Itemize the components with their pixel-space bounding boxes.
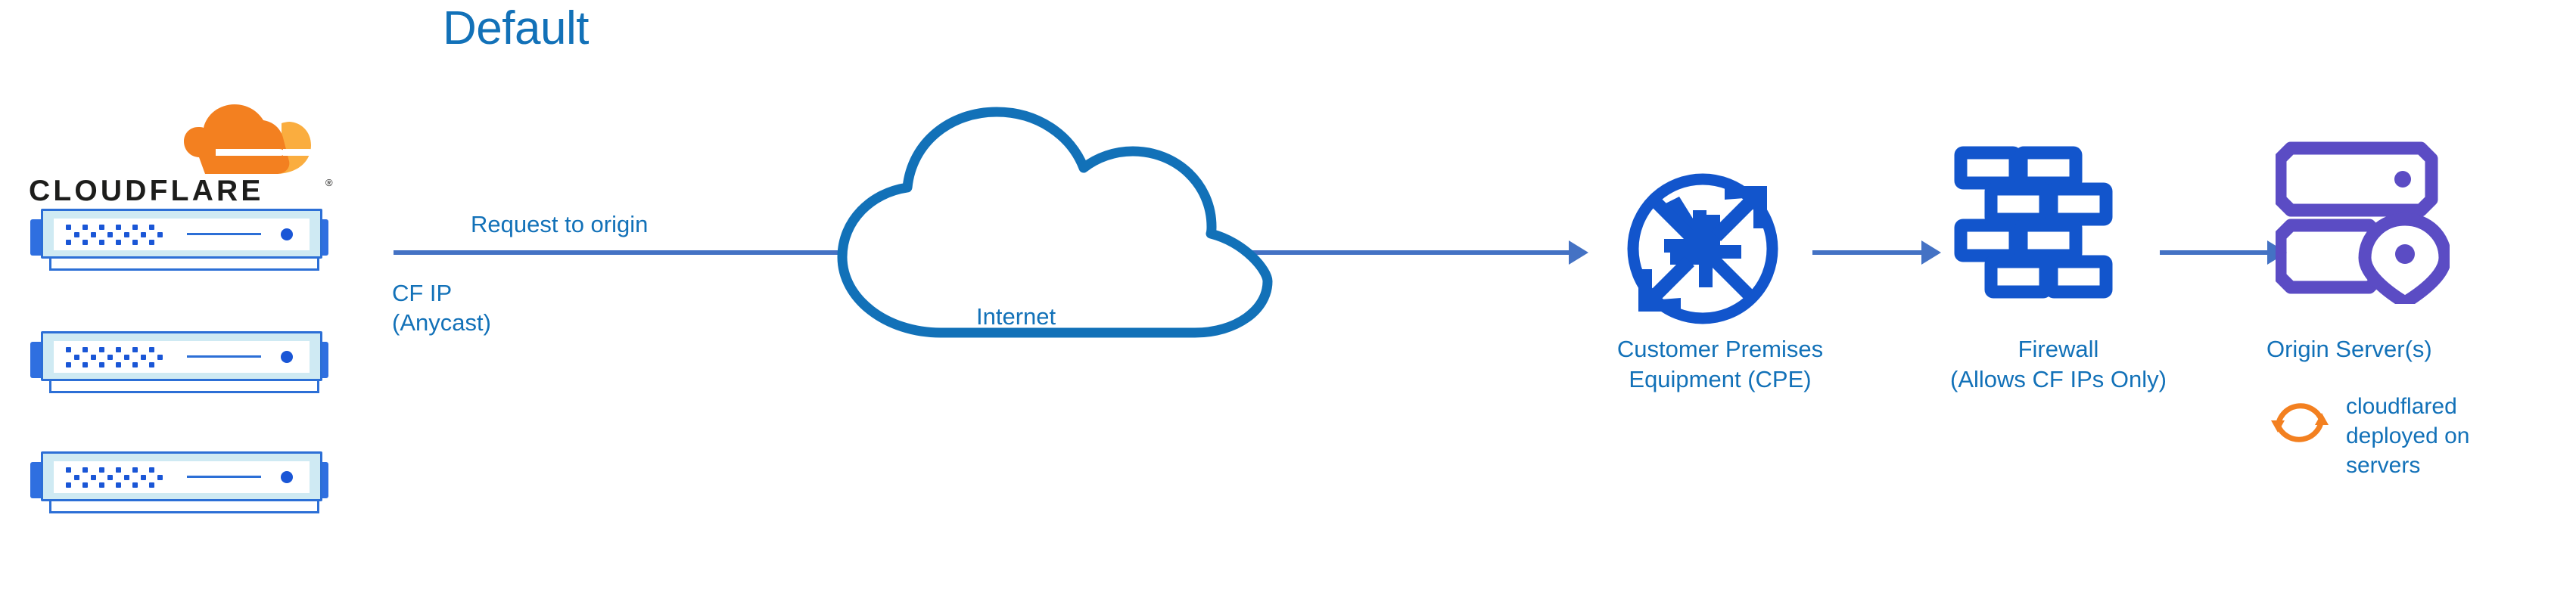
server-faceplate xyxy=(54,219,310,250)
svg-text:®: ® xyxy=(325,177,333,188)
server-status-line xyxy=(187,233,261,235)
request-to-origin-label: Request to origin xyxy=(471,211,649,237)
cloudflare-cloud-icon xyxy=(184,104,313,174)
server-chassis xyxy=(41,451,322,501)
page-title: Default xyxy=(443,2,589,54)
cloudflare-server-unit xyxy=(29,206,331,272)
server-led-indicator xyxy=(281,471,293,483)
server-vent-dots xyxy=(66,225,163,245)
server-chassis xyxy=(41,331,322,381)
origin-server-label: Origin Server(s) xyxy=(2266,336,2432,362)
server-faceplate xyxy=(54,341,310,373)
cloudflare-server-unit xyxy=(29,328,331,395)
server-status-line xyxy=(187,355,261,358)
firewall-to-origin-arrow-line xyxy=(2160,250,2269,255)
cloudflare-logo: CLOUDFLARE ® xyxy=(29,98,339,208)
server-status-line xyxy=(187,476,261,478)
router-icon xyxy=(1627,173,1778,324)
internet-cloud-icon xyxy=(837,107,1273,338)
cpe-to-firewall-arrow-head xyxy=(1921,240,1941,265)
server-chassis xyxy=(41,209,322,259)
cloudflare-wordmark: CLOUDFLARE ® xyxy=(29,175,333,207)
server-vent-dots xyxy=(66,347,163,367)
cloudflared-label: cloudflared deployed on servers xyxy=(2346,394,2470,478)
server-led-indicator xyxy=(281,228,293,240)
cpe-to-firewall-arrow-line xyxy=(1812,250,1923,255)
server-vent-dots xyxy=(66,467,163,488)
server-led-indicator xyxy=(281,351,293,363)
server-location-pin-icon xyxy=(2276,141,2450,304)
cpe-label: Customer Premises Equipment (CPE) xyxy=(1616,336,1824,392)
server-faceplate xyxy=(54,461,310,493)
request-arrow-head xyxy=(1569,240,1588,265)
refresh-sync-icon xyxy=(2271,403,2329,442)
svg-text:CLOUDFLARE: CLOUDFLARE xyxy=(29,175,264,207)
firewall-label: Firewall (Allows CF IPs Only) xyxy=(1950,336,2167,392)
cloudflare-server-unit xyxy=(29,448,331,515)
cf-ip-anycast-label: CF IP (Anycast) xyxy=(392,280,491,336)
brick-wall-icon xyxy=(1954,146,2113,299)
internet-label: Internet xyxy=(976,303,1056,330)
